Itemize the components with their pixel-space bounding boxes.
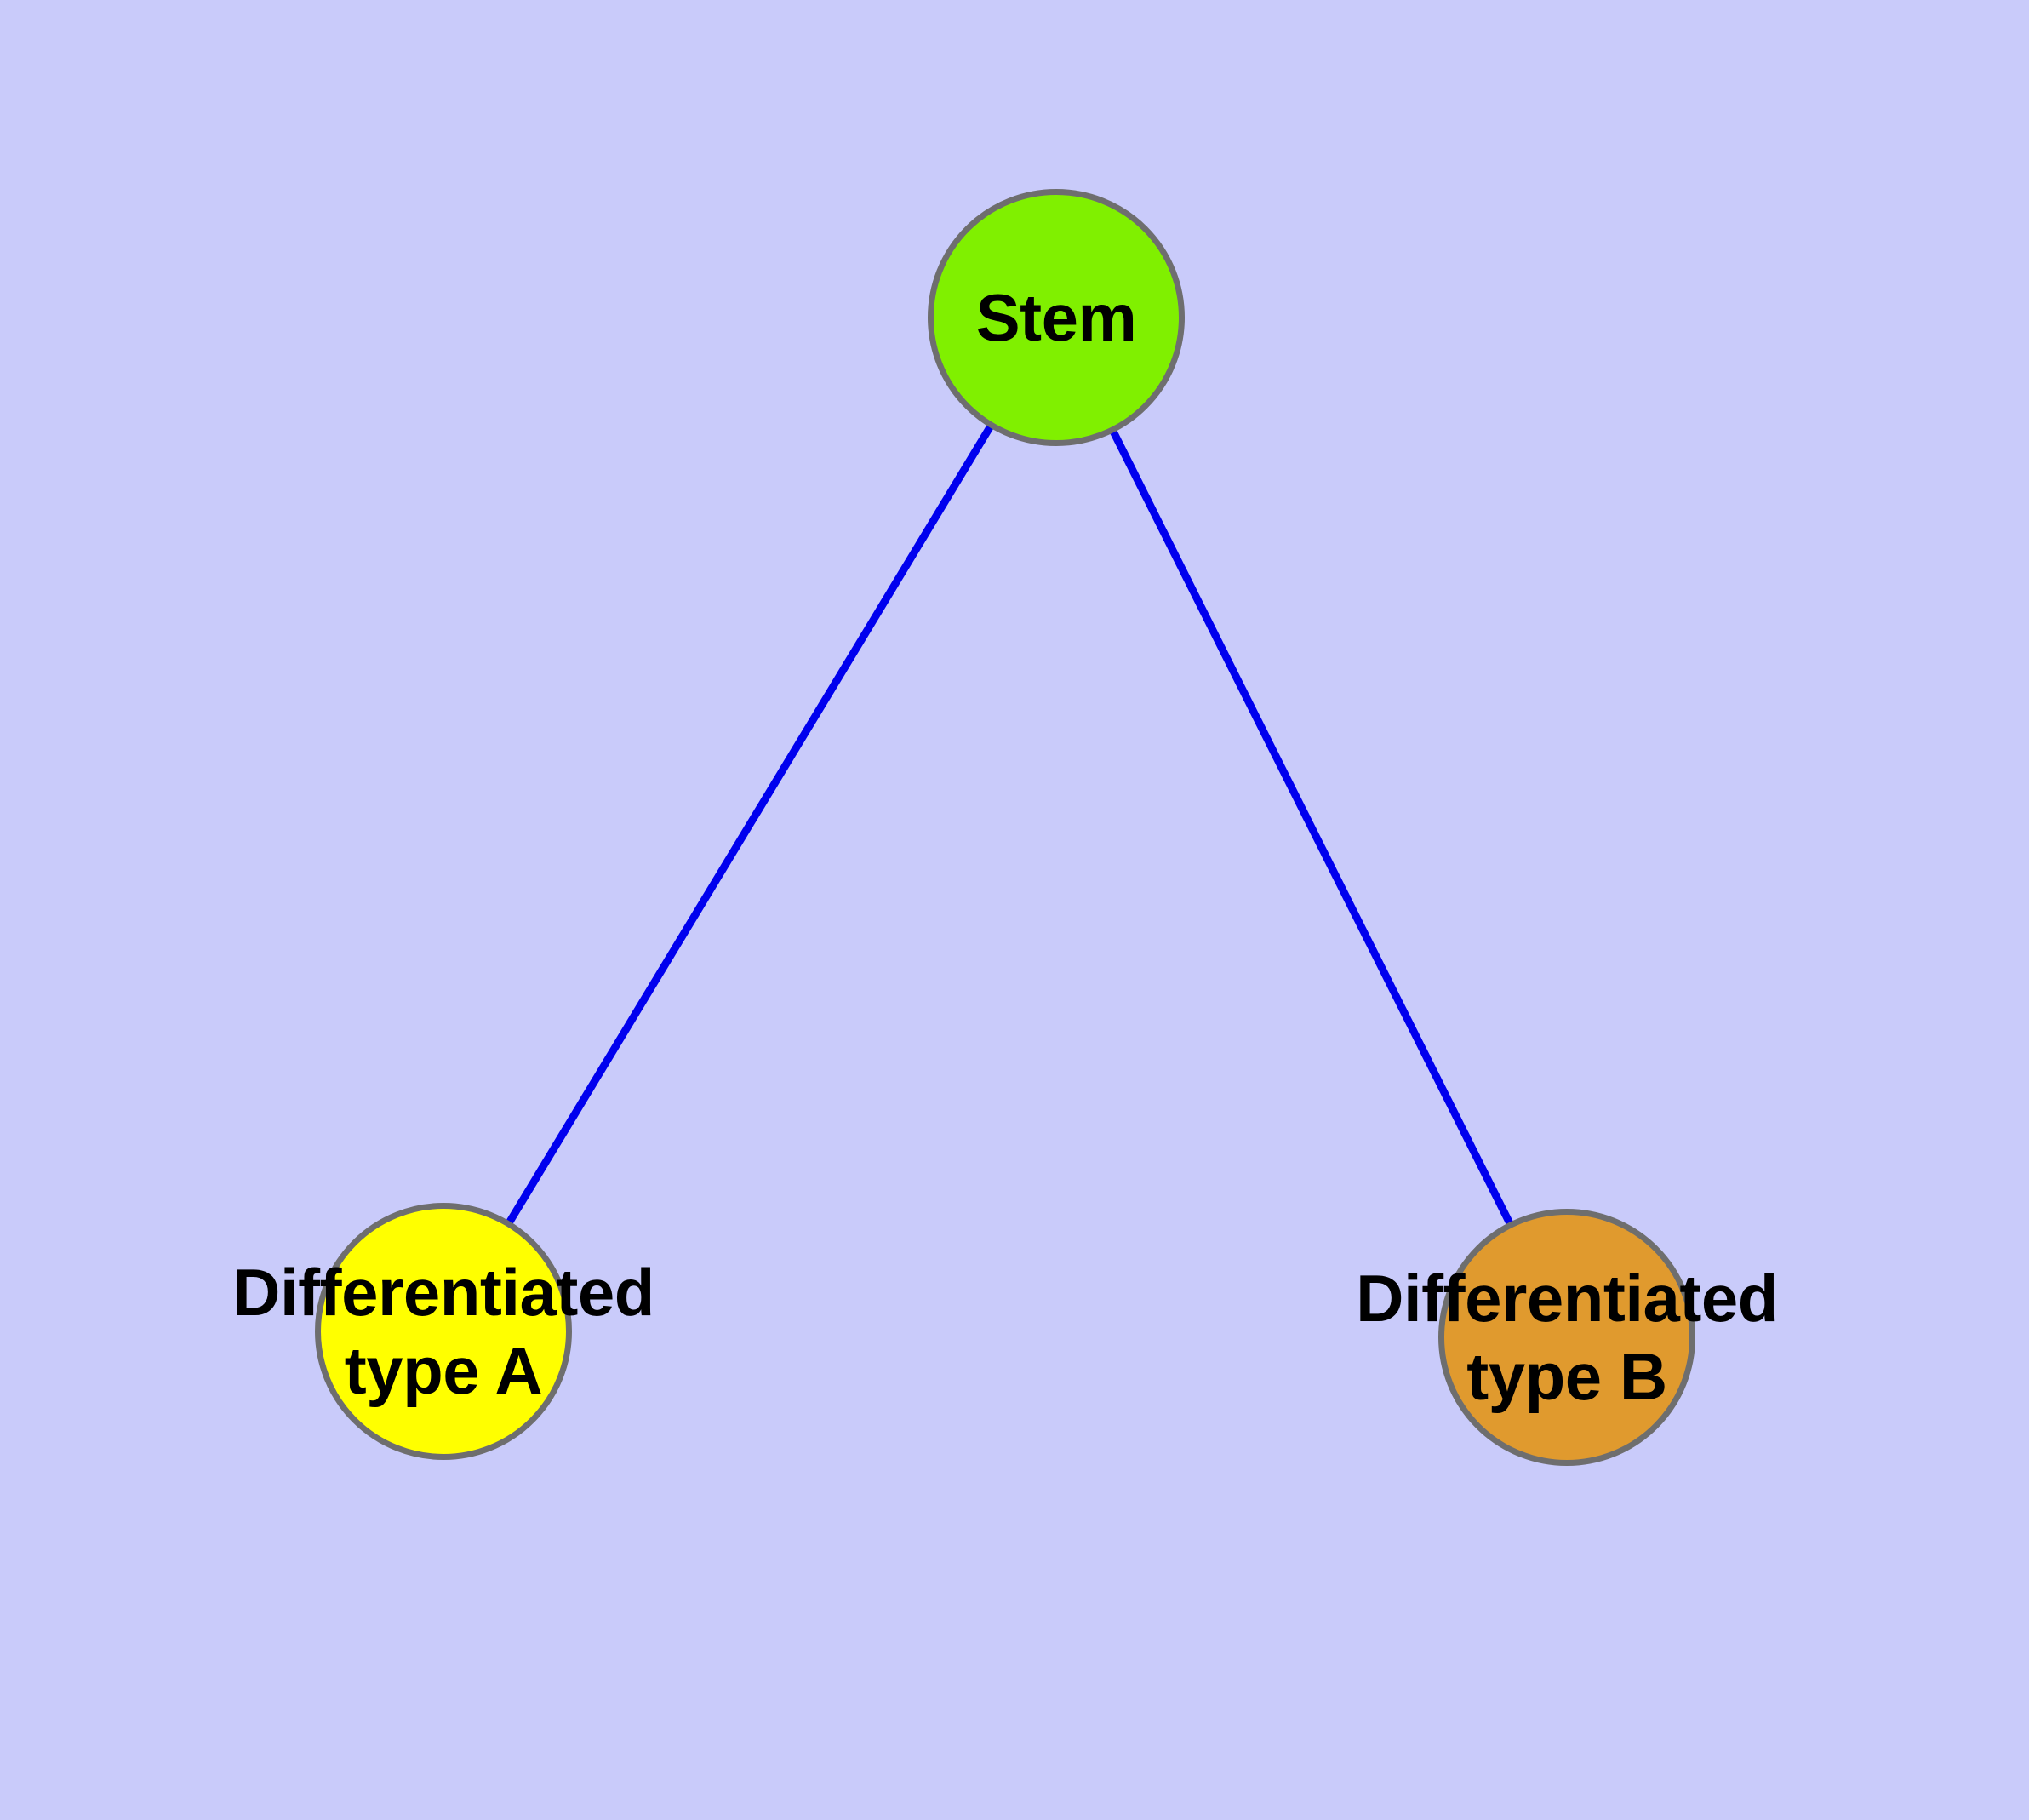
node-differentiated-type-b[interactable]: Differentiated type B <box>1356 1209 1778 1466</box>
edge-stem-to-differentiated-type-a <box>440 315 1060 1334</box>
node-differentiated-type-a[interactable]: Differentiated type A <box>232 1203 654 1460</box>
node-stem[interactable]: Stem <box>928 189 1185 446</box>
edge-stem-to-differentiated-type-b <box>1052 315 1571 1340</box>
node-stem-label: Stem <box>975 279 1137 355</box>
